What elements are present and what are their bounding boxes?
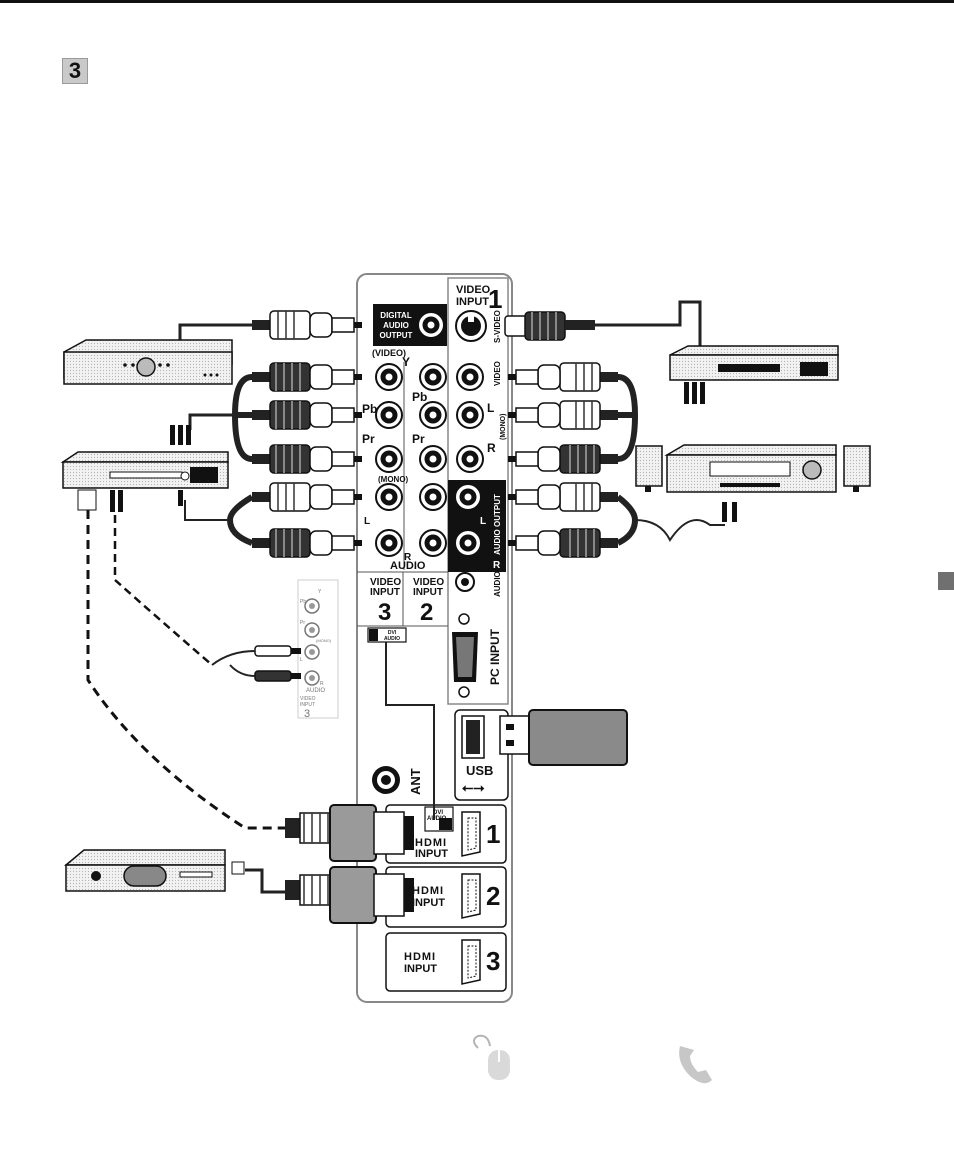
inset-l: L (300, 657, 303, 663)
digital-audio-jack (418, 312, 444, 338)
right-cables (505, 302, 725, 557)
phone-icon (679, 1046, 712, 1083)
video-caption: (VIDEO) (372, 348, 406, 358)
mono-label-1: (MONO) (500, 414, 507, 440)
video-input-1-title-1: VIDEO (456, 284, 491, 296)
video-input-3-number: 3 (378, 599, 391, 626)
pb-label-2: Pb (412, 390, 427, 404)
dvd-player-device (63, 425, 228, 512)
audio-output-r: R (493, 560, 501, 571)
l-label-3: L (364, 516, 370, 527)
satellite-receiver-device (64, 340, 232, 384)
hdmi-3-label: INPUT (404, 963, 437, 975)
video-label-1: VIDEO (493, 361, 502, 386)
audio-output-label: AUDIO OUTPUT (493, 494, 502, 555)
inset-pr: Pr (300, 620, 305, 626)
inset-r: R (320, 681, 324, 687)
vcr-device (670, 346, 838, 404)
hdmi-3-number: 3 (486, 946, 500, 976)
digital-label-2: AUDIO (383, 321, 409, 330)
pr-label-3: Pr (362, 432, 375, 446)
inset-detail: Y Pb Pr (MONO) L R AUDIO VIDEO INPUT 3 (212, 580, 338, 720)
l-label-1: L (487, 401, 494, 415)
video-input-1-number: 1 (488, 284, 502, 314)
video-input-1-title-2: INPUT (456, 296, 489, 308)
hdmi-1-label: INPUT (415, 848, 448, 860)
inset-audio: AUDIO (306, 688, 325, 694)
usb-stick-connector (500, 716, 530, 754)
r-label-1: R (487, 441, 496, 455)
hdmi-2-label: INPUT (412, 897, 445, 909)
audio-output-l: L (480, 516, 486, 527)
pr-label-2: Pr (412, 432, 425, 446)
svideo-label: S-VIDEO (493, 310, 502, 343)
hdmi-3-logo: HDMI (404, 951, 436, 963)
video-input-2-number: 2 (420, 599, 433, 626)
set-top-box-device (66, 850, 244, 891)
video-input-3-line2: INPUT (370, 587, 400, 598)
inset-pb: Pb (300, 599, 306, 605)
hdmi-1-number: 1 (486, 819, 500, 849)
usb-stick (529, 710, 627, 765)
hdmi-2-logo: HDMI (412, 885, 444, 897)
audio-receiver-device (636, 445, 870, 522)
usb-symbol-icon: ⭠⭢ (462, 779, 485, 795)
hdmi-1-dvi-line2: AUDIO (427, 816, 447, 822)
y-label: Y (402, 355, 410, 369)
hdmi-2-number: 2 (486, 881, 500, 911)
mouse-icon (474, 1036, 510, 1080)
pc-input-label: PC INPUT (488, 628, 502, 685)
inset-mono: (MONO) (316, 638, 332, 643)
digital-label-3: OUTPUT (380, 331, 413, 340)
usb-label: USB (466, 763, 493, 778)
digital-label-1: DIGITAL (380, 311, 412, 320)
mono-label-3: (MONO) (378, 475, 409, 484)
ant-label: ANT (408, 768, 423, 795)
audio-label: AUDIO (390, 560, 426, 572)
pc-audio-label: AUDIO (493, 571, 502, 597)
pb-label-3: Pb (362, 402, 377, 416)
dvi-audio-line2: AUDIO (384, 636, 400, 642)
inset-number: 3 (304, 708, 310, 720)
video-input-2-line2: INPUT (413, 587, 443, 598)
